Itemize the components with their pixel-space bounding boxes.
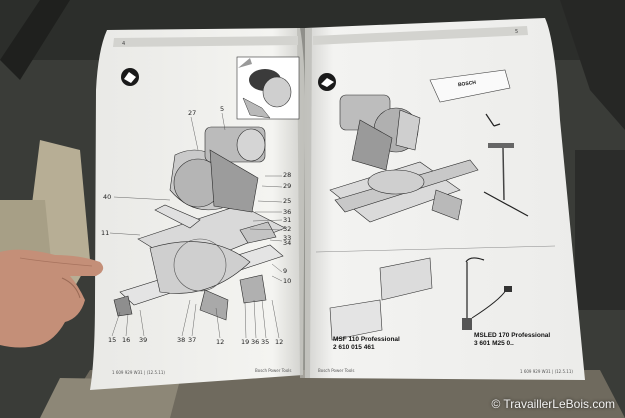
callout-40: 40 (103, 193, 112, 201)
callout-34: 34 (283, 239, 292, 247)
accessory-msled-170: MSLED 170 Professional 3 601 M25 0.. (474, 332, 584, 348)
callout-37: 37 (188, 336, 197, 344)
callout-19: 19 (241, 338, 250, 346)
callout-29: 29 (283, 182, 292, 190)
svg-text:4: 4 (122, 41, 125, 47)
callout-35: 35 (261, 338, 270, 346)
callout-33: 33 (283, 234, 292, 242)
accessory-msf-110-name: MSF 110 Professional (333, 336, 400, 343)
callout-36: 36 (283, 208, 292, 216)
right-footer-brand: Bosch Power Tools (318, 368, 355, 373)
accessory-msled-170-name: MSLED 170 Professional (474, 332, 551, 339)
callout-38: 38 (177, 336, 186, 344)
callout-10: 10 (283, 277, 292, 285)
accessory-msf-110-code: 2 610 015 461 (333, 344, 375, 352)
callout-32: 32 (283, 225, 292, 233)
right-footer-code: 1 609 929 W31 | (12.5.11) (520, 369, 573, 374)
svg-text:5: 5 (515, 29, 518, 35)
accessory-msf-110: MSF 110 Professional 2 610 015 461 (333, 336, 453, 352)
callout-16: 16 (122, 336, 131, 344)
callout-15: 15 (108, 336, 117, 344)
callout-36-bottom: 36 (251, 338, 260, 346)
callout-11: 11 (101, 229, 110, 237)
left-footer-brand: Bosch Power Tools (255, 368, 292, 373)
callout-12: 12 (216, 338, 225, 346)
callout-5: 5 (220, 105, 225, 113)
callout-31: 31 (283, 216, 292, 224)
callout-12-right: 12 (275, 338, 284, 346)
callout-28: 28 (283, 171, 292, 179)
watermark: © TravaillerLeBois.com (491, 397, 615, 411)
left-footer-code: 1 609 929 W31 | (12.5.11) (112, 370, 165, 375)
accessory-msled-170-code: 3 601 M25 0.. (474, 340, 514, 348)
callout-39: 39 (139, 336, 148, 344)
callout-25: 25 (283, 197, 292, 205)
callout-27: 27 (188, 109, 197, 117)
callout-9: 9 (283, 267, 288, 275)
